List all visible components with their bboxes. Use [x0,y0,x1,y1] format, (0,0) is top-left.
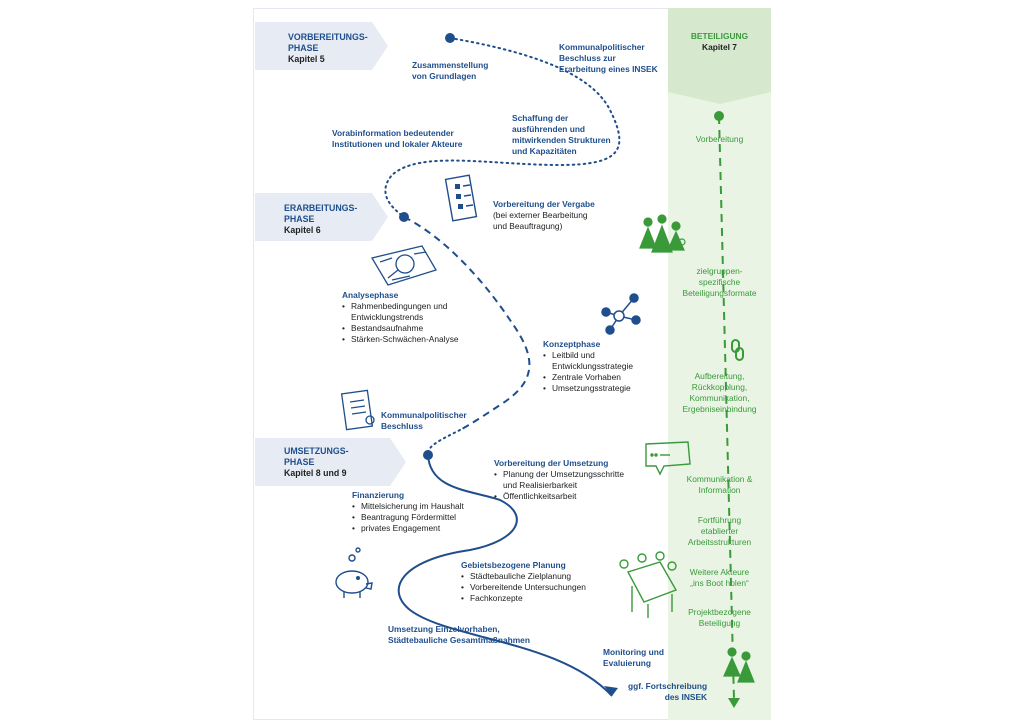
phase-umsetzung: UMSETZUNGS- PHASE Kapitel 8 und 9 [284,446,349,479]
list-item: Leitbild und Entwicklungsstrategie [543,350,633,372]
phase-erarbeitung: ERARBEITUNGS- PHASE Kapitel 6 [284,203,357,236]
list-item: Umsetzungsstrategie [543,383,633,394]
piggy-bank-icon [335,547,373,598]
green-step-vorbereitung: Vorbereitung [695,134,744,144]
list-item: Vorbereitende Untersuchungen [461,582,586,593]
step-analyse: Analysephase Rahmenbedingungen und Entwi… [342,290,459,345]
list-item: Mittelsicherung im Haushalt [352,501,464,512]
step-monitoring: Monitoring und Evaluierung [603,647,664,668]
step-beschluss: Kommunalpolitischer Beschluss [381,410,467,431]
document-icon [340,389,375,431]
people-group-icon [639,214,686,253]
step-vergabe: Vorbereitung der Vergabe (bei externer B… [493,199,595,232]
step-gebiet: Gebietsbezogene Planung Städtebauliche Z… [461,560,586,604]
table-meeting-icon [619,551,678,618]
node-umsetzung [423,450,433,460]
phase-vorbereitung-chapter: Kapitel 5 [288,54,325,64]
list-item: Stärken-Schwächen-Analyse [342,334,459,345]
step-zusammenstellung: Zusammenstellung von Grundlagen [412,60,489,81]
list-item: privates Engagement [352,523,464,534]
list-item: Planung der Umsetzungsschritte und Reali… [494,469,624,491]
node-start [445,33,455,43]
phase-erarbeitung-title: ERARBEITUNGS- PHASE [284,203,358,224]
list-item: Zentrale Vorhaben [543,372,633,383]
step-konzept-title: Konzeptphase [543,339,601,349]
dashed-path [403,216,531,431]
people-icon [723,647,755,683]
list-item: Städtebauliche Zielplanung [461,571,586,582]
dotted-path [384,37,621,218]
step-schaffung: Schaffung der ausführenden und mitwirken… [512,113,611,156]
step-vergabe-text: (bei externer Bearbeitung und Beauftragu… [493,210,588,231]
beteiligung-title: BETEILIGUNG [690,31,749,41]
list-item: Bestandsaufnahme [342,323,459,334]
list-item: Öffentlichkeitsarbeit [494,491,624,502]
beteiligung-header: BETEILIGUNG Kapitel 7 [668,31,771,53]
node-erarbeitung [399,212,409,222]
step-finanzierung: Finanzierung Mittelsicherung im Haushalt… [352,490,464,534]
green-step-akteure: Weitere Akteure „ins Boot holen“ [689,567,750,588]
green-node [714,111,724,121]
arrow-head [604,686,618,696]
network-icon [601,293,641,335]
beteiligung-chapter: Kapitel 7 [702,42,737,52]
step-vorb-umsetzung-list: Planung der Umsetzungsschritte und Reali… [494,469,624,502]
green-step-formate: zielgruppen- spezifische Beteiligungsfor… [682,266,757,298]
step-finanzierung-list: Mittelsicherung im Haushalt Beantragung … [352,501,464,534]
green-step-aufbereitung: Aufbereitung, Rückkopplung, Kommunikatio… [682,371,757,414]
participation-band [668,8,771,720]
list-item: Fachkonzepte [461,593,586,604]
step-konzept-list: Leitbild und Entwicklungsstrategie Zentr… [543,350,633,394]
step-vorb-umsetzung-title: Vorbereitung der Umsetzung [494,458,609,468]
step-konzept: Konzeptphase Leitbild und Entwicklungsst… [543,339,633,394]
step-gebiet-title: Gebietsbezogene Planung [461,560,566,570]
checklist-icon [444,174,478,222]
step-beschluss-insek: Kommunalpolitischer Beschluss zur Erarbe… [559,42,658,74]
step-vorabinformation: Vorabinformation bedeutender Institution… [332,128,463,149]
green-arrow-head [728,698,740,708]
step-einzelvorhaben: Umsetzung Einzelvorhaben, Städtebauliche… [388,624,530,645]
step-analyse-list: Rahmenbedingungen und Entwicklungstrends… [342,301,459,345]
phase-umsetzung-chapter: Kapitel 8 und 9 [284,468,347,478]
phase-arrow-umsetzung [255,438,406,486]
step-vergabe-title: Vorbereitung der Vergabe [493,199,595,209]
phase-vorbereitung: VORBEREITUNGS- PHASE Kapitel 5 [288,32,368,65]
phase-erarbeitung-chapter: Kapitel 6 [284,225,321,235]
green-step-kommunikation: Kommunikation & Information [686,474,753,495]
phase-vorbereitung-title: VORBEREITUNGS- PHASE [288,32,368,53]
chain-link-icon [731,339,744,361]
step-finanzierung-title: Finanzierung [352,490,405,500]
green-step-fortfuehrung: Fortführung etablierter Arbeitsstrukture… [687,515,752,547]
phase-arrow-erarbeitung [255,193,388,241]
list-item: Beantragung Fördermittel [352,512,464,523]
step-analyse-title: Analysephase [342,290,399,300]
dotted-path-2 [427,429,461,453]
speech-board-icon [645,441,691,476]
step-vorb-umsetzung: Vorbereitung der Umsetzung Planung der U… [494,458,624,502]
solid-path [397,454,613,697]
green-step-projekt: Projektbezogene Beteiligung [688,607,751,628]
step-gebiet-list: Städtebauliche Zielplanung Vorbereitende… [461,571,586,604]
list-item: Rahmenbedingungen und Entwicklungstrends [342,301,459,323]
step-fortschreibung: ggf. Fortschreibung des INSEK [628,681,708,702]
phase-arrow-vorbereitung [255,22,388,70]
phase-umsetzung-title: UMSETZUNGS- PHASE [284,446,349,467]
magnifier-map-icon [370,245,437,286]
participation-header [668,8,771,104]
